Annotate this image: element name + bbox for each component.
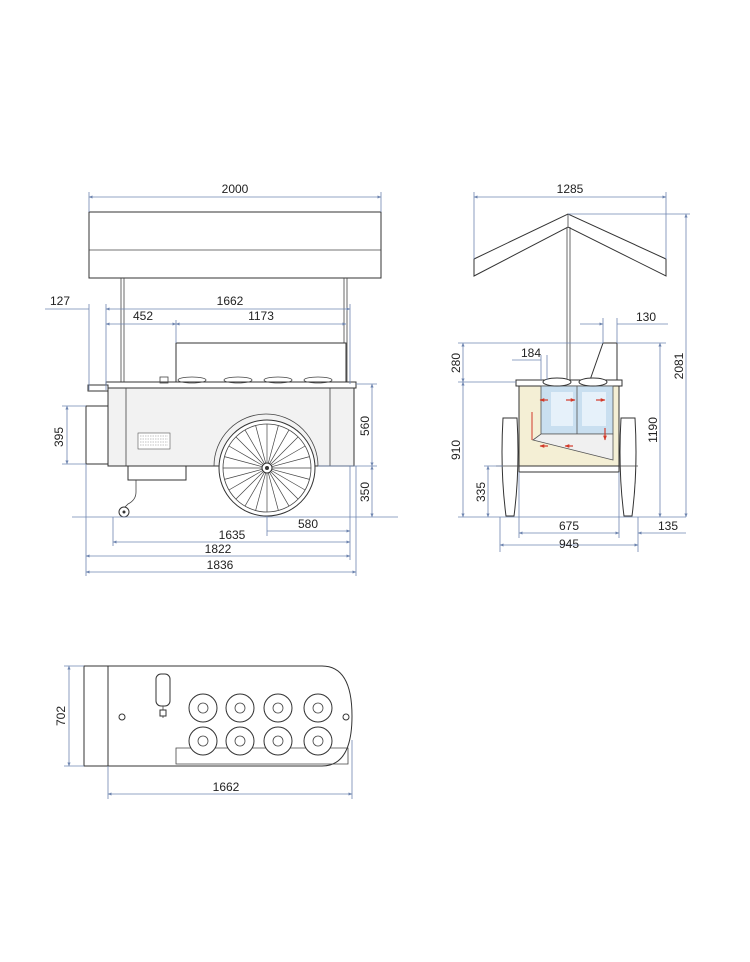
dim-front-length-c: 1836 [207, 558, 234, 572]
dim-front-cabinet-height: 560 [358, 416, 372, 436]
dim-side-total-height: 2081 [672, 352, 686, 379]
dim-front-counter-length: 1662 [217, 294, 244, 308]
wheel-spoke [255, 425, 267, 464]
side-view: 1285 130 184 280 910 335 1190 2081 675 [449, 182, 690, 552]
dim-side-foot-height: 335 [474, 482, 488, 502]
wheel-spoke [271, 468, 310, 480]
dim-front-length-b: 1822 [205, 542, 232, 556]
side-glass [589, 342, 618, 381]
wheel-spoke [255, 472, 267, 511]
wheel-spoke [244, 429, 265, 464]
front-display-case [175, 342, 347, 384]
top-view: 702 1662 [54, 665, 353, 799]
dim-top-depth: 702 [54, 706, 68, 726]
wheel-spoke [224, 456, 263, 468]
wheel-spoke [228, 445, 263, 466]
dim-side-canopy-width: 1285 [557, 182, 584, 196]
front-view: 2000 127 1662 452 1173 395 560 350 580 1… [45, 182, 398, 576]
dim-side-outer-width: 945 [559, 537, 579, 551]
dim-side-glass-width: 184 [521, 346, 541, 360]
dim-side-wheel-offset: 135 [658, 519, 678, 533]
vent-grille [137, 432, 171, 450]
wheel-spoke [235, 471, 264, 500]
dim-front-first-segment: 452 [133, 309, 153, 323]
wheel-spoke [267, 472, 279, 511]
dim-side-top-offset: 130 [636, 310, 656, 324]
top-dispenser [155, 673, 171, 707]
wheel-spoke [270, 471, 299, 500]
dim-side-inner-width: 675 [559, 519, 579, 533]
wheel-spoke [224, 468, 263, 480]
dim-side-body-height: 1190 [646, 417, 660, 443]
side-wheel-right [619, 417, 638, 517]
dim-side-glass-height: 280 [449, 353, 463, 373]
dim-top-length: 1662 [213, 780, 240, 794]
wheel-spoke [235, 436, 264, 465]
dim-front-length-a: 1635 [219, 528, 246, 542]
wheel-spoke [271, 445, 306, 466]
wheel-spoke [269, 429, 290, 464]
front-rear-box [85, 405, 109, 465]
dim-side-counter-height: 910 [449, 440, 463, 460]
dim-front-second-segment: 1173 [248, 309, 274, 323]
side-wheel-left [496, 417, 519, 517]
wheel-spoke [271, 470, 306, 491]
top-tubs [188, 693, 333, 756]
wheel-spoke [270, 436, 299, 465]
dim-front-left-overhang: 127 [50, 294, 70, 308]
front-canopy [88, 211, 382, 279]
wheel-spoke [228, 470, 263, 491]
dim-front-wheel-height: 350 [358, 482, 372, 502]
dim-front-wheel-offset: 580 [298, 517, 318, 531]
front-handle [87, 384, 109, 392]
dim-front-handle-height: 395 [52, 427, 66, 447]
front-wheel [218, 419, 316, 517]
wheel-spoke [267, 425, 279, 464]
front-caster [123, 480, 137, 509]
wheel-spoke [269, 472, 290, 507]
side-freezer [531, 377, 614, 461]
wheel-spoke [244, 472, 265, 507]
dim-front-canopy-width: 2000 [222, 182, 249, 196]
wheel-spoke [271, 456, 310, 468]
